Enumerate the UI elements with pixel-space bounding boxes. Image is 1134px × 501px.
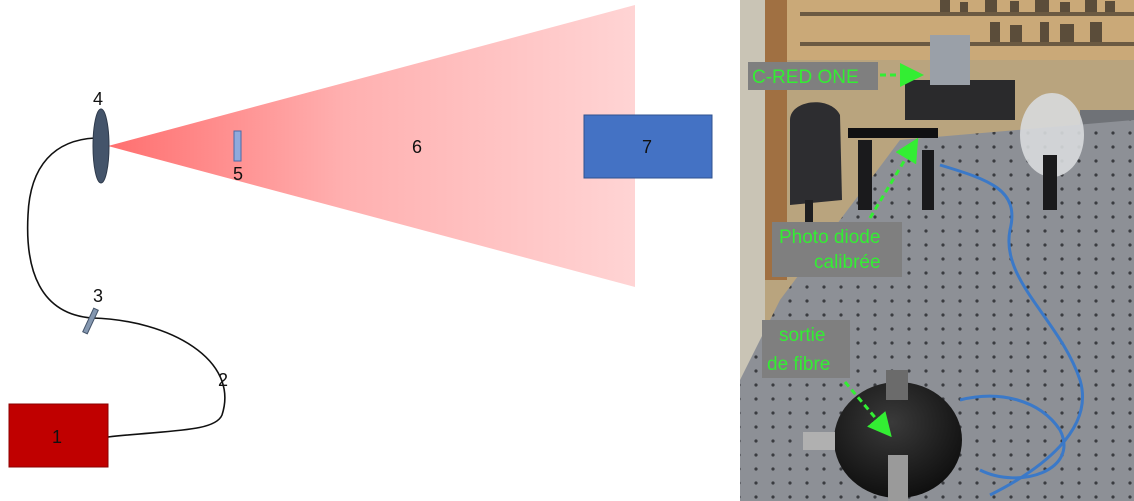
fiber-output-label-line1: sortie (779, 325, 825, 346)
photodiode-label-line1: Photo diode (779, 227, 880, 248)
photodiode-bar (848, 128, 938, 138)
chair (790, 102, 842, 205)
label-optical-fiber: 2 (218, 370, 228, 390)
lab-photo: C-RED ONE Photo diode calibrée sortie de… (740, 0, 1134, 501)
camera-block (583, 114, 713, 179)
fiber-output-label-line2: de fibre (767, 354, 830, 375)
photodiode-arrow (868, 137, 919, 219)
label-photodiode: 5 (233, 164, 243, 184)
photodiode-label-line2: calibrée (814, 252, 881, 273)
camera-label: C-RED ONE (752, 67, 859, 88)
photodiode-label-box (772, 222, 902, 277)
label-beam: 6 (412, 137, 422, 157)
fiber-output-label-box (762, 320, 850, 378)
beam-cone (108, 5, 635, 287)
fiber-output-lens (92, 108, 110, 184)
schematic: 1 2 3 4 5 6 7 (8, 5, 713, 468)
label-fiber-output: 4 (93, 89, 103, 109)
blue-fiber-cable (939, 163, 1084, 497)
post-left (858, 140, 872, 210)
post-right (1043, 155, 1057, 210)
label-fiber-component: 3 (93, 286, 103, 306)
photodiode-block (233, 130, 242, 162)
fiber-component (82, 307, 99, 335)
camera-label-box (748, 62, 878, 90)
optical-fiber-cable (26, 137, 226, 438)
label-camera: 7 (642, 137, 652, 157)
fiber-output-mount (834, 382, 962, 498)
back-equipment (905, 80, 1015, 120)
shelf-top (800, 12, 1134, 16)
post-center (922, 150, 934, 210)
label-light-source: 1 (52, 427, 62, 447)
light-source-block (8, 403, 109, 468)
plastic-bag (1020, 93, 1084, 177)
fiber-output-arrow (843, 381, 892, 438)
